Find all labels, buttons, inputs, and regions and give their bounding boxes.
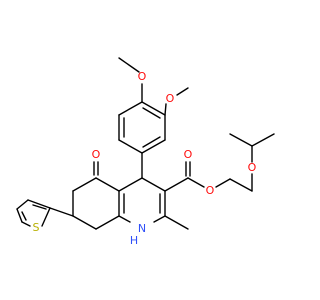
bond (164, 177, 189, 192)
atom-label-layer: O O O O O O S N H (33, 70, 257, 247)
bond (72, 215, 97, 230)
bond (118, 139, 143, 154)
bond (16, 199, 29, 210)
bond (251, 133, 275, 147)
bond-layer (16, 57, 275, 230)
hydrogen-label: H (130, 234, 138, 247)
sulfur-label: S (33, 221, 40, 234)
bond (141, 139, 166, 154)
bond (21, 221, 31, 227)
oxygen-label: O (138, 70, 147, 83)
nitrogen-label: N (138, 222, 146, 235)
bond (187, 177, 205, 188)
oxygen-label: O (206, 184, 215, 197)
bond (41, 207, 51, 227)
bond (118, 101, 143, 116)
bond (215, 178, 231, 188)
bond (141, 101, 166, 116)
bond (118, 57, 140, 73)
bond (118, 215, 131, 223)
bond (164, 215, 189, 230)
bond (118, 177, 143, 192)
bond (229, 133, 253, 147)
oxygen-label: O (184, 148, 193, 161)
bond (16, 208, 23, 223)
bond (27, 199, 51, 209)
oxygen-label: O (248, 161, 257, 174)
bond (142, 107, 161, 119)
bond (49, 207, 74, 217)
bond (72, 177, 97, 192)
bond (21, 211, 27, 221)
bond (32, 204, 47, 210)
chemical-structure: O O O O O O S N H (16, 57, 275, 247)
bond (164, 103, 167, 116)
bond (142, 136, 161, 148)
bond (176, 87, 189, 96)
bond (229, 178, 253, 192)
bond (95, 177, 120, 192)
bond (153, 215, 166, 223)
bond (141, 177, 166, 192)
oxygen-label: O (166, 92, 175, 105)
oxygen-label: O (92, 148, 101, 161)
bond (95, 215, 120, 230)
